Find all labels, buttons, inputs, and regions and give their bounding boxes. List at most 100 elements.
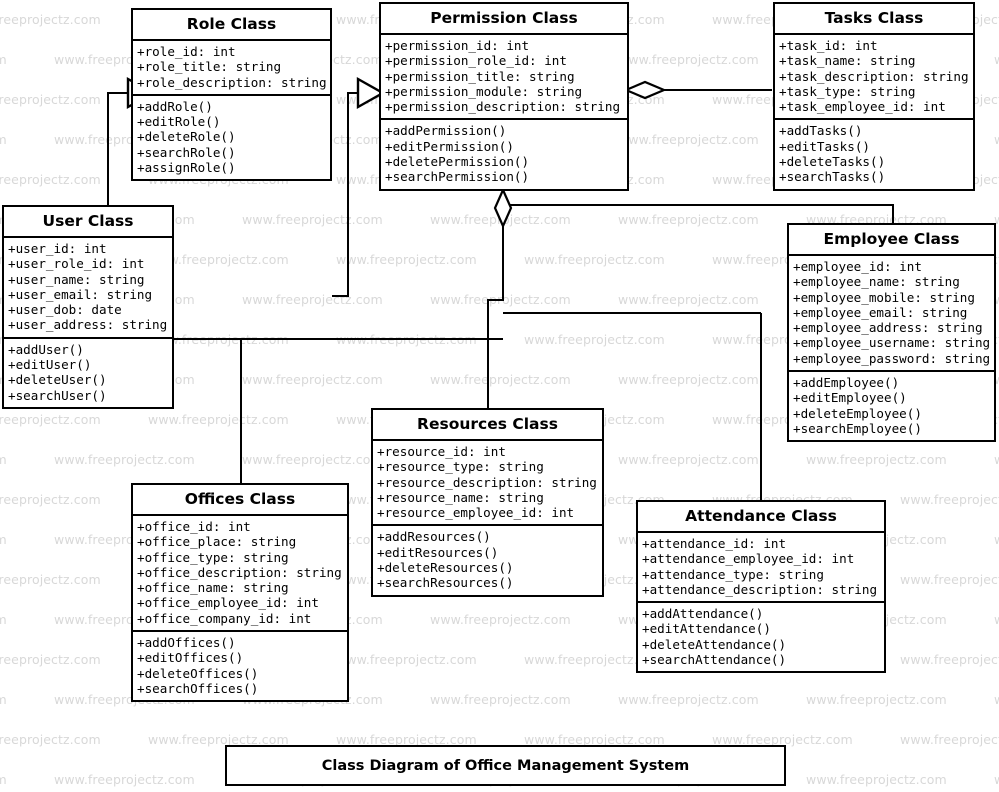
attribute-row: +employee_id: int (793, 259, 922, 274)
attribute-row: +role_description: string (137, 74, 327, 90)
class-box-offices[interactable]: Offices Class +office_id: int +office_pl… (131, 483, 349, 703)
method-row: +editResources() (377, 544, 499, 560)
class-attributes-role: +role_id: int +role_title: string +role_… (133, 41, 330, 94)
watermark-text: www.freeprojectz.com (0, 692, 7, 707)
class-separator (373, 439, 602, 441)
watermark-text: www.freeprojectz.com (618, 212, 759, 227)
attribute-row: +employee_name: string (793, 274, 960, 290)
attribute-row: +permission_title: string (385, 68, 575, 84)
method-row: +searchOffices() (137, 680, 259, 696)
attribute-row: +office_id: int (137, 519, 251, 534)
method-row: +editAttendance() (642, 621, 771, 637)
watermark-text: www.freeprojectz.com (994, 532, 999, 547)
method-row: +deletePermission() (385, 154, 530, 170)
class-title-resources: Resources Class (373, 410, 602, 439)
watermark-text: www.freeprojectz.com (430, 212, 571, 227)
attribute-row: +user_name: string (8, 271, 145, 287)
watermark-text: www.freeprojectz.com (336, 332, 477, 347)
class-methods-role: +addRole() +editRole() +deleteRole() +se… (133, 95, 330, 180)
watermark-text: www.freeprojectz.com (242, 372, 383, 387)
watermark-text: www.freeprojectz.com (618, 132, 759, 147)
watermark-text: www.freeprojectz.com (242, 292, 383, 307)
class-title-tasks: Tasks Class (775, 4, 973, 33)
diagram-caption-text: Class Diagram of Office Management Syste… (321, 757, 690, 774)
watermark-text: www.freeprojectz.com (0, 532, 7, 547)
watermark-text: www.freeprojectz.com (900, 732, 999, 747)
watermark-text: www.freeprojectz.com (994, 612, 999, 627)
attribute-row: +task_name: string (779, 53, 916, 69)
method-row: +editOffices() (137, 650, 244, 666)
class-separator (133, 39, 330, 41)
attribute-row: +office_name: string (137, 580, 289, 596)
class-separator (133, 93, 330, 96)
class-separator (789, 254, 994, 256)
watermark-text: www.freeprojectz.com (54, 772, 195, 787)
class-separator (373, 524, 602, 527)
class-separator (4, 336, 172, 339)
attribute-row: +employee_username: string (793, 335, 991, 351)
method-row: +deleteOffices() (137, 665, 259, 681)
method-row: +addOffices() (137, 635, 236, 651)
watermark-text: www.freeprojectz.com (0, 772, 7, 787)
class-box-resources[interactable]: Resources Class +resource_id: int +resou… (371, 408, 604, 597)
method-row: +addPermission() (385, 123, 507, 139)
attribute-row: +user_email: string (8, 286, 153, 302)
aggregation-diamond-resources (493, 187, 513, 229)
watermark-text: www.freeprojectz.com (336, 652, 477, 667)
attribute-row: +attendance_employee_id: int (642, 551, 855, 567)
watermark-text: www.freeprojectz.com (0, 412, 101, 427)
attribute-row: +employee_address: string (793, 320, 983, 336)
watermark-text: www.freeprojectz.com (806, 452, 947, 467)
class-attributes-attendance: +attendance_id: int +attendance_employee… (638, 533, 884, 602)
attribute-row: +task_description: string (779, 68, 969, 84)
watermark-text: www.freeprojectz.com (806, 772, 947, 787)
attribute-row: +permission_module: string (385, 83, 583, 99)
method-row: +addEmployee() (793, 375, 900, 391)
watermark-text: www.freeprojectz.com (54, 452, 195, 467)
class-methods-employee: +addEmployee() +editEmployee() +deleteEm… (789, 372, 994, 441)
watermark-text: www.freeprojectz.com (148, 412, 289, 427)
watermark-text: www.freeprojectz.com (994, 772, 999, 787)
class-separator (775, 118, 973, 121)
class-box-user[interactable]: User Class +user_id: int +user_role_id: … (2, 205, 174, 409)
watermark-text: www.freeprojectz.com (0, 612, 7, 627)
watermark-text: www.freeprojectz.com (242, 212, 383, 227)
class-box-role[interactable]: Role Class +role_id: int +role_title: st… (131, 8, 332, 182)
watermark-text: www.freeprojectz.com (618, 692, 759, 707)
class-separator (133, 630, 347, 633)
method-row: +addUser() (8, 341, 84, 357)
method-row: +editTasks() (779, 138, 870, 154)
class-box-permission[interactable]: Permission Class +permission_id: int +pe… (379, 2, 629, 191)
class-box-tasks[interactable]: Tasks Class +task_id: int +task_name: st… (773, 2, 975, 191)
class-methods-offices: +addOffices() +editOffices() +deleteOffi… (133, 632, 347, 701)
method-row: +editEmployee() (793, 390, 907, 406)
method-row: +addResources() (377, 529, 491, 545)
attribute-row: +attendance_id: int (642, 536, 787, 551)
class-separator (789, 370, 994, 373)
class-attributes-permission: +permission_id: int +permission_role_id:… (381, 35, 627, 119)
class-attributes-employee: +employee_id: int +employee_name: string… (789, 256, 994, 371)
class-box-employee[interactable]: Employee Class +employee_id: int +employ… (787, 223, 996, 443)
attribute-row: +resource_description: string (377, 474, 597, 490)
attribute-row: +resource_name: string (377, 489, 544, 505)
class-separator (638, 531, 884, 533)
attribute-row: +permission_id: int (385, 38, 530, 53)
watermark-text: www.freeprojectz.com (0, 172, 101, 187)
watermark-text: www.freeprojectz.com (430, 372, 571, 387)
aggregation-diamond-tasks (623, 80, 667, 100)
class-title-attendance: Attendance Class (638, 502, 884, 531)
watermark-text: www.freeprojectz.com (430, 612, 571, 627)
method-row: +searchPermission() (385, 169, 530, 185)
method-row: +editUser() (8, 357, 92, 373)
edge-permission-resources (486, 213, 505, 410)
watermark-text: www.freeprojectz.com (0, 92, 101, 107)
attribute-row: +user_role_id: int (8, 256, 145, 272)
class-title-user: User Class (4, 207, 172, 236)
class-separator (4, 236, 172, 238)
edge-user-offices (174, 337, 243, 485)
class-box-attendance[interactable]: Attendance Class +attendance_id: int +at… (636, 500, 886, 674)
method-row: +editRole() (137, 114, 221, 130)
watermark-text: www.freeprojectz.com (618, 52, 759, 67)
edge-permission-employee (503, 203, 895, 225)
class-methods-resources: +addResources() +editResources() +delete… (373, 526, 602, 595)
